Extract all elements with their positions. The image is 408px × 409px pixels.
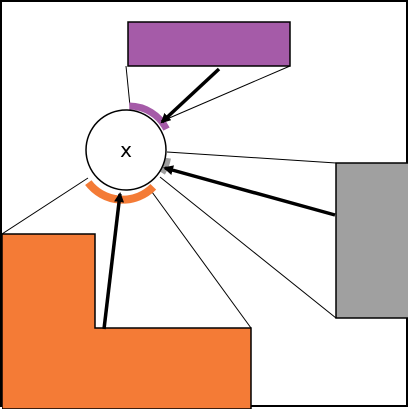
arrow-from-orange <box>102 192 125 330</box>
projection-lines <box>2 65 337 329</box>
projection-line-gray-top <box>166 151 337 164</box>
projection-line-purple-left <box>125 65 131 107</box>
gray-rectangle <box>335 162 408 319</box>
purple-arc <box>129 102 170 131</box>
arrow-from-gray <box>163 165 336 217</box>
projection-line-gray-bottom <box>159 176 337 319</box>
center-circle <box>85 109 167 191</box>
orange-l-shape <box>2 233 252 409</box>
projection-line-purple-right <box>159 65 291 123</box>
arrow-from-purple <box>160 67 221 124</box>
projection-line-orange-right <box>151 191 252 329</box>
projection-line-orange-left <box>2 177 89 235</box>
arrows <box>102 67 336 330</box>
center-label: x <box>120 138 132 162</box>
purple-rectangle <box>127 21 291 67</box>
